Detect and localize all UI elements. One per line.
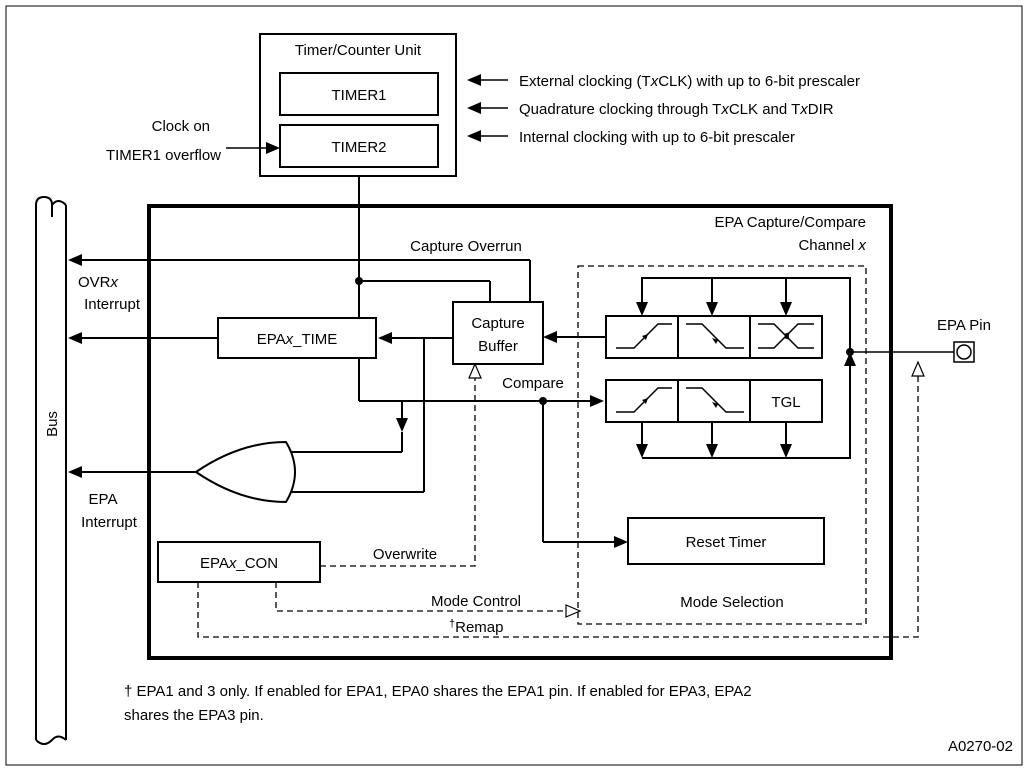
- remap-dashed-line: [197, 376, 919, 638]
- epa-channel-title-line1: EPA Capture/Compare: [715, 214, 866, 231]
- capture-overrun-label: Capture Overrun: [410, 238, 522, 255]
- capture-both-edges-arrow2: [784, 334, 790, 340]
- footnote-line2: shares the EPA3 pin.: [124, 707, 264, 724]
- timer1-box: [279, 72, 439, 116]
- clock-on-label-line1: Clock on: [152, 118, 210, 135]
- bus-top-wave: [51, 200, 67, 206]
- compare-label: Compare: [502, 375, 564, 392]
- reset-timer-label: Reset Timer: [686, 534, 767, 551]
- compare-out-arrow2: [706, 444, 718, 458]
- capture-feed-arrow3: [780, 302, 792, 316]
- epa-channel-block: [147, 204, 893, 660]
- epa-interrupt-line1: EPA: [89, 491, 118, 508]
- toggle-label: TGL: [771, 394, 800, 411]
- compare-out-arrow3: [780, 444, 792, 458]
- mode-control-dashed-line: [275, 582, 568, 612]
- timer2-label: TIMER2: [331, 139, 386, 156]
- epa-pin-icon: [956, 344, 972, 360]
- or-gate: [194, 440, 296, 504]
- epa-con-label: EPAx_CON: [200, 555, 278, 572]
- epa-interrupt-line2: Interrupt: [81, 514, 138, 531]
- capture-feed-arrow1: [636, 302, 648, 316]
- timer-counter-unit-title: Timer/Counter Unit: [295, 42, 422, 59]
- epa-con-box: [157, 541, 321, 583]
- internal-clocking-arrowhead: [467, 130, 481, 142]
- capture-falling-edge-icon: [686, 323, 744, 349]
- bus-top-curl: [35, 195, 53, 217]
- epa-interrupt-arrowhead: [68, 466, 82, 478]
- timer2-box: [279, 124, 439, 168]
- epa-time-label: EPAx_TIME: [257, 331, 338, 348]
- ovr-interrupt-line2: Interrupt: [84, 296, 141, 313]
- or-input1-arrowhead: [396, 418, 408, 432]
- mode-control-arrowhead: [565, 604, 582, 618]
- capture-buffer-line1: Capture: [471, 315, 524, 332]
- overwrite-label: Overwrite: [373, 546, 437, 563]
- overwrite-dashed-line: [320, 376, 476, 567]
- capture-buffer-box: [452, 301, 544, 365]
- quadrature-clocking-note: Quadrature clocking through TxCLK and Tx…: [519, 101, 834, 118]
- ovr-interrupt-line1: OVRx: [78, 274, 119, 291]
- epa-pin-label: EPA Pin: [937, 317, 991, 334]
- compare-out-arrow1: [636, 444, 648, 458]
- reset-timer-box: [627, 517, 825, 565]
- external-clocking-arrowhead: [467, 74, 481, 86]
- mode-selection-label: Mode Selection: [680, 594, 783, 611]
- compare-set-high-arrow: [642, 398, 648, 404]
- compare-set-low-arrow: [712, 402, 718, 408]
- clock-on-label-line2: TIMER1 overflow: [106, 147, 221, 164]
- footnote-line1: † EPA1 and 3 only. If enabled for EPA1, …: [124, 683, 752, 700]
- capture-feed-arrow2: [706, 302, 718, 316]
- capture-rising-edge-arrow: [642, 334, 648, 340]
- clock-on-arrowhead: [266, 142, 280, 154]
- capture-feed-loop: [641, 277, 851, 352]
- mode-control-label: Mode Control: [431, 593, 521, 610]
- figure-frame: [5, 5, 1023, 766]
- capture-falling-edge-arrow: [712, 338, 718, 344]
- external-clocking-note: External clocking (TxCLK) with up to 6-b…: [519, 73, 860, 90]
- ovr-interrupt-arrowhead: [68, 254, 82, 266]
- quadrature-clocking-arrowhead: [467, 102, 481, 114]
- epa-time-box: [217, 317, 377, 359]
- epa-time-to-bus-arrowhead: [68, 332, 82, 344]
- mode-selection-box: [577, 265, 867, 625]
- timer1-label: TIMER1: [331, 87, 386, 104]
- remap-arrowhead: [911, 360, 925, 377]
- remap-label: †Remap: [449, 618, 503, 636]
- bus-label: Bus: [44, 411, 61, 437]
- compare-out-loop: [642, 366, 851, 459]
- figure-id: A0270-02: [948, 738, 1013, 755]
- epa-channel-title-line2: Channel x: [798, 237, 866, 254]
- capture-buffer-to-epa-time-arrowhead: [378, 332, 392, 344]
- capture-buffer-line2: Buffer: [478, 338, 518, 355]
- overwrite-arrowhead: [468, 362, 482, 379]
- capture-row-to-buffer-arrowhead: [543, 331, 557, 343]
- compare-arrowhead: [590, 395, 604, 407]
- internal-clocking-note: Internal clocking with up to 6-bit presc…: [519, 129, 795, 146]
- compare-set-low-icon: [686, 387, 744, 413]
- bus-bottom-wave: [35, 735, 67, 745]
- compare-out-loop-arrowhead: [844, 352, 856, 366]
- compare-to-reset-arrowhead: [614, 536, 628, 548]
